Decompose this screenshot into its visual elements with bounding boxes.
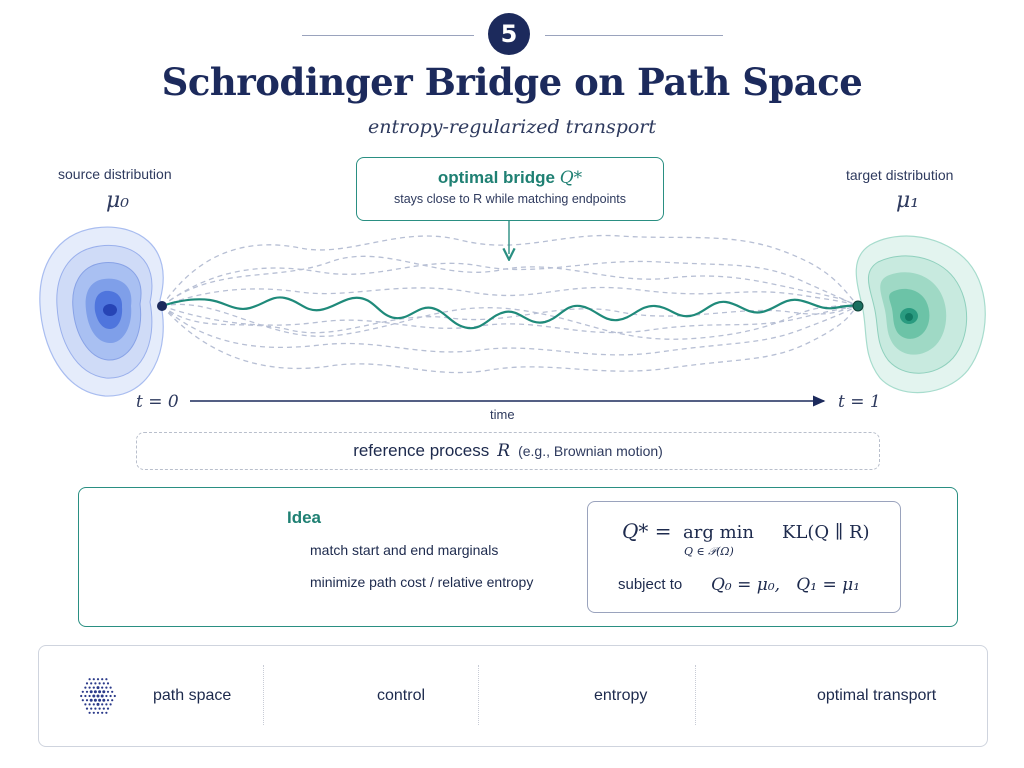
- feature-divider-1: [263, 665, 264, 725]
- time-end-label: t = 1: [838, 392, 881, 412]
- idea-bullet-1: match start and end marginals: [310, 542, 499, 558]
- callout-description: stays close to R while matching endpoint…: [393, 192, 627, 206]
- time-axis-label: time: [490, 407, 515, 422]
- reference-symbol: R: [497, 441, 511, 461]
- reference-text: reference process: [353, 441, 490, 460]
- source-symbol: μ₀: [106, 188, 130, 213]
- page-subtitle: entropy-regularized transport: [367, 116, 657, 138]
- feature-bar: [38, 645, 988, 747]
- sample-paths: [161, 234, 859, 374]
- feature-label-entropy: entropy: [594, 687, 648, 704]
- feature-divider-2: [478, 665, 479, 725]
- target-distribution-blob: [855, 235, 986, 394]
- feature-label-path-space: path space: [153, 687, 232, 704]
- equation-lhs: Q* =: [622, 519, 672, 543]
- callout-symbol: Q*: [559, 168, 583, 188]
- equation-operator: arg min: [683, 522, 754, 543]
- header-rule-left: [302, 35, 474, 36]
- target-label: target distribution: [846, 167, 954, 183]
- equation-subscript: Q ∈ 𝒫(Ω): [684, 545, 734, 558]
- page-title: Schrodinger Bridge on Path Space: [161, 60, 863, 104]
- source-distribution-blob: [39, 226, 164, 397]
- reference-process-box: reference process R (e.g., Brownian moti…: [136, 432, 880, 470]
- source-label: source distribution: [58, 166, 172, 182]
- scatter-dots-glyph: [80, 678, 116, 714]
- idea-heading: Idea: [287, 508, 322, 527]
- constraint-label: subject to: [618, 576, 683, 593]
- idea-bullet-2: minimize path cost / relative entropy: [310, 574, 534, 590]
- header-rule-right: [545, 35, 723, 36]
- optimal-bridge-path: [161, 296, 859, 330]
- source-endpoint: [157, 301, 167, 311]
- feature-label-control: control: [377, 687, 426, 704]
- reference-example: (e.g., Brownian motion): [518, 443, 663, 459]
- target-symbol: μ₁: [896, 188, 920, 213]
- target-endpoint: [852, 300, 864, 312]
- callout-title: optimal bridge: [437, 168, 555, 187]
- feature-label-optimal-transport: optimal transport: [817, 687, 937, 704]
- feature-divider-3: [695, 665, 696, 725]
- time-start-label: t = 0: [136, 392, 179, 412]
- step-badge: 5: [488, 13, 530, 55]
- equation-box: [587, 501, 901, 613]
- optimal-bridge-callout: optimal bridge Q* stays close to R while…: [356, 157, 664, 221]
- equation-objective: KL(Q ∥ R): [782, 522, 870, 543]
- constraint-equation: Q₀ = μ₀, Q₁ = μ₁: [711, 575, 860, 595]
